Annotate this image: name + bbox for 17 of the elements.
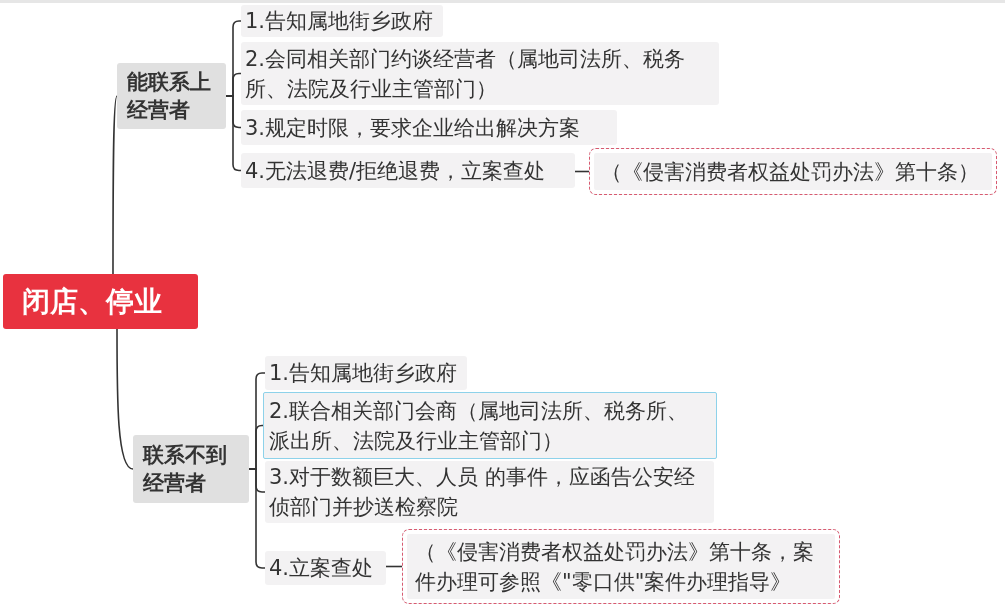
branch-topic-box: 联系不到经营者 [133,435,249,503]
step-box: 4.无法退费/拒绝退费，立案查处 [241,153,575,188]
connector-line [248,468,266,569]
connector-line [225,95,242,172]
step-box: 3.对于数额巨大、人员 的事件，应函告公安经侦部门并抄送检察院 [265,461,714,523]
connector-line [112,95,118,275]
note-box: （《侵害消费者权益处罚办法》第十条） [589,148,997,195]
central-topic-box: 闭店、停业 [3,274,198,329]
branch-topic-box: 能联系上经营者 [117,63,226,129]
step-box: 1.告知属地街乡政府 [265,356,467,390]
connector-line [116,328,134,470]
step-box: 4.立案查处 [265,551,386,585]
step-box: 3.规定时限，要求企业给出解决方案 [241,110,617,145]
note-box: （《侵害消费者权益处罚办法》第十条，案件办理可参照《"零口供"案件办理指导》 [402,529,840,604]
step-box: 2.联合相关部门会商（属地司法所、税务所、派出所、法院及行业主管部门） [263,392,717,459]
step-box: 2.会同相关部门约谈经营者（属地司法所、税务所、法院及行业主管部门） [241,42,719,105]
step-box: 1.告知属地街乡政府 [241,5,443,37]
